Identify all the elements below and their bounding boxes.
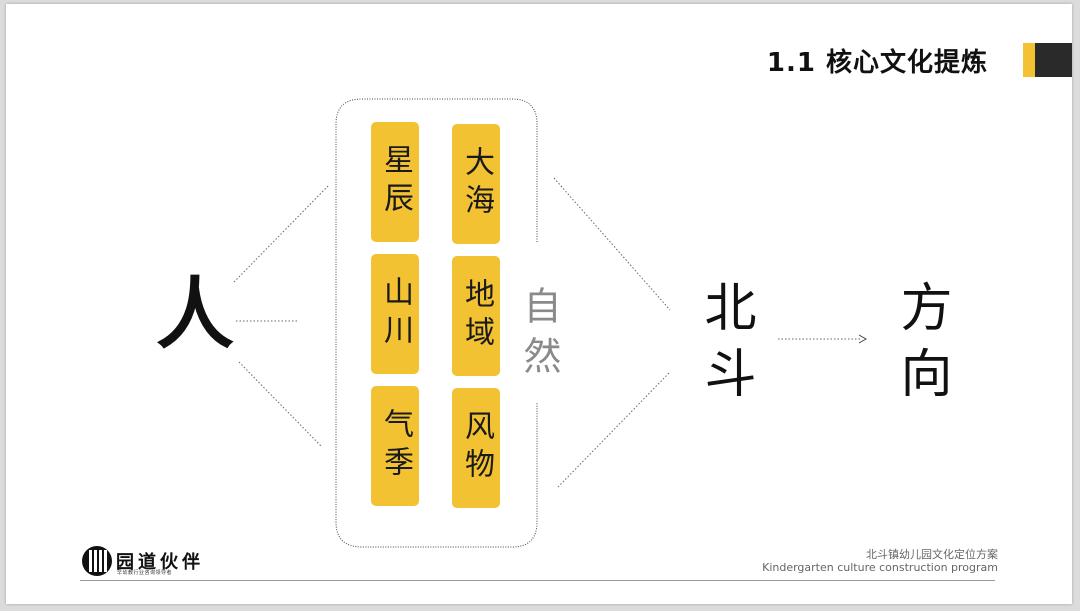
item-pill: 地域 xyxy=(452,256,500,376)
beidou-label: 北斗 xyxy=(695,280,755,412)
item-label: 星辰 xyxy=(378,144,413,220)
item-pill: 山川 xyxy=(371,254,419,374)
slide: 1.1 核心文化提炼 人 星辰 大海 山川 地域 气季 风物 自然 北斗 方向 xyxy=(6,4,1072,604)
direction-label: 方向 xyxy=(891,280,951,412)
item-pill: 星辰 xyxy=(371,122,419,242)
nature-label: 自然 xyxy=(517,286,561,386)
connector-lines xyxy=(233,98,868,548)
item-pill: 气季 xyxy=(371,386,419,506)
program-title-en: Kindergarten culture construction progra… xyxy=(762,561,998,574)
program-title-cn: 北斗镇幼儿园文化定位方案 xyxy=(866,548,998,561)
item-label: 山川 xyxy=(378,276,413,352)
footer-divider xyxy=(80,580,995,581)
brand-tagline: 早幼教行业咨询领导者 xyxy=(117,570,173,576)
nature-group-frame xyxy=(335,98,538,548)
brand-logo-icon xyxy=(82,546,112,576)
connector-line-lower-left xyxy=(238,361,322,447)
brand-name: 园道伙伴 xyxy=(116,552,204,573)
section-title: 1.1 核心文化提炼 xyxy=(766,48,988,78)
item-label: 风物 xyxy=(459,410,494,486)
item-pill: 大海 xyxy=(452,124,500,244)
item-label: 地域 xyxy=(459,278,494,354)
person-label: 人 xyxy=(156,270,235,360)
connector-line-upper-left xyxy=(233,185,329,283)
arrow-head xyxy=(858,334,868,344)
item-label: 气季 xyxy=(378,408,413,484)
item-pill: 风物 xyxy=(452,388,500,508)
connector-line-lower-right xyxy=(557,371,671,488)
corner-accent-yellow xyxy=(1023,43,1035,77)
item-label: 大海 xyxy=(459,146,494,222)
corner-accent-dark xyxy=(1035,43,1072,77)
connector-line-upper-right xyxy=(553,177,671,311)
